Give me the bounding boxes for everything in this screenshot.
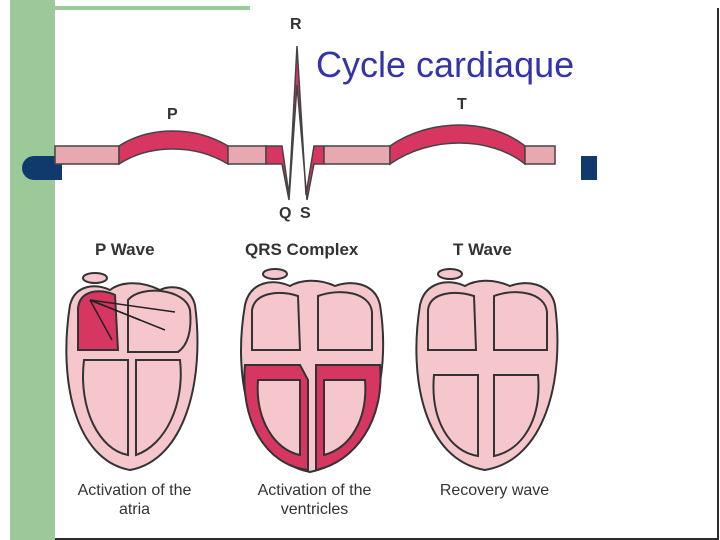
ecg-trace	[54, 45, 556, 201]
panel-caption-p: Activation of the atria	[62, 481, 207, 519]
slide-accent-edge	[0, 0, 10, 540]
panel-heading-qrs: QRS Complex	[245, 240, 359, 259]
ecg-t-wave	[389, 124, 526, 166]
ecg-label-p: P	[167, 106, 178, 123]
caption-line: Activation of the	[77, 482, 192, 499]
ecg-baseline-3	[323, 145, 391, 165]
slide-frame-accent	[55, 6, 250, 10]
heart-p-wave	[65, 272, 199, 472]
panel-caption-qrs: Activation of the ventricles	[242, 481, 387, 519]
bullet-marker-right	[581, 156, 597, 180]
ecg-label-t: T	[457, 96, 467, 113]
heart-t-wave	[415, 268, 559, 472]
panel-heading-p: P Wave	[95, 240, 155, 259]
ecg-p-wave	[118, 130, 229, 166]
caption-line: Recovery wave	[439, 482, 550, 499]
panel-heading-t: T Wave	[453, 240, 512, 259]
caption-line: atria	[118, 501, 151, 518]
ecg-qrs-complex	[265, 45, 325, 201]
arrow-4	[89, 299, 176, 313]
ecg-label-s: S	[300, 205, 311, 222]
arrow-1	[89, 299, 113, 341]
arrow-3	[89, 299, 166, 331]
ecg-baseline-4	[524, 145, 556, 165]
ecg-baseline-2	[227, 145, 267, 165]
slide-title: Cycle cardiaque	[316, 44, 575, 85]
heart-qrs	[240, 268, 385, 474]
ecg-label-q: Q	[279, 205, 292, 222]
slide-frame	[55, 8, 719, 540]
ecg-baseline-1	[54, 145, 120, 165]
caption-line: ventricles	[280, 501, 349, 518]
ecg-label-r: R	[290, 16, 302, 33]
caption-line: Activation of the	[257, 482, 372, 499]
panel-caption-t: Recovery wave	[422, 481, 567, 500]
